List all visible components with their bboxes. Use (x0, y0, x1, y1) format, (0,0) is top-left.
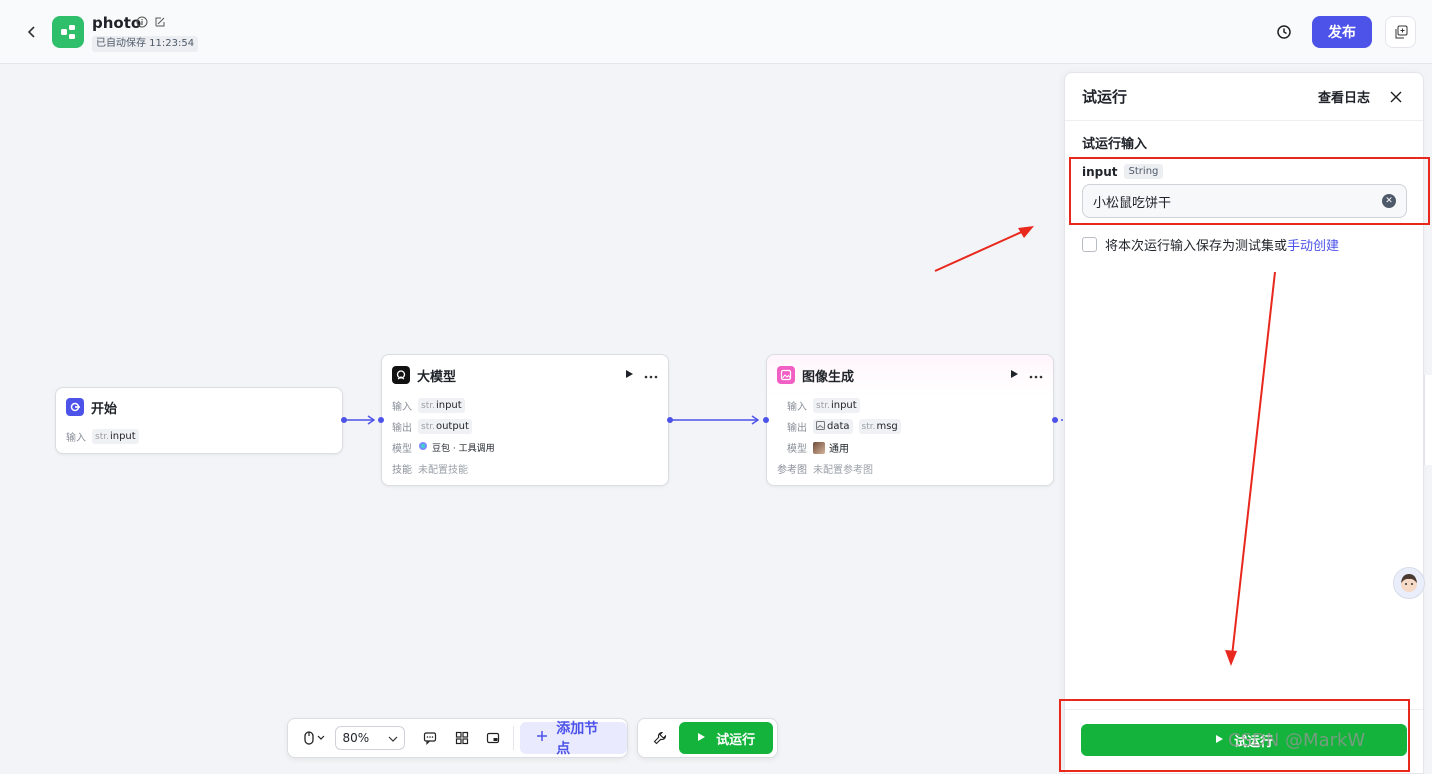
section-title: 试运行输入 (1082, 137, 1148, 152)
run-node-icon[interactable] (1009, 368, 1019, 382)
clear-icon[interactable]: ✕ (1382, 194, 1396, 208)
chevron-down-icon (388, 731, 398, 745)
input-field-name: input (1082, 164, 1118, 179)
field-label: 模型 (787, 444, 807, 455)
field-label: 输出 (787, 423, 807, 434)
panel-title: 试运行 (1082, 88, 1128, 106)
model-value: 通用 (829, 444, 849, 455)
model-thumbnail-icon (813, 441, 825, 454)
manual-create-link[interactable]: 手动创建 (1287, 239, 1340, 254)
node-title: 大模型 (417, 369, 457, 385)
close-icon[interactable] (1386, 87, 1406, 107)
duplicate-icon[interactable] (1385, 16, 1416, 48)
test-input-value[interactable] (1093, 193, 1382, 209)
zoom-select[interactable]: 80% (335, 726, 405, 750)
toolbar-divider (513, 726, 515, 750)
add-node-label: 添加节点 (556, 721, 599, 757)
doubao-icon (418, 441, 428, 454)
test-run-panel: 试运行 查看日志 试运行输入 input String ✕ 将本次运行输入保存为… (1064, 72, 1424, 774)
llm-node[interactable]: 大模型 输入 str.input 输出 str.output 模型 豆包 · 工… (381, 354, 669, 486)
more-icon[interactable] (644, 368, 658, 382)
llm-output-port[interactable] (667, 417, 673, 423)
save-testset-text: 将本次运行输入保存为测试集或 (1105, 239, 1288, 254)
save-testset-checkbox[interactable] (1082, 237, 1097, 252)
assistant-avatar[interactable] (1393, 567, 1425, 599)
add-node-button[interactable]: 添加节点 (520, 721, 628, 757)
field-label: 输入 (787, 402, 807, 413)
image-type-icon (816, 420, 825, 433)
autosave-status: 已自动保存 11:23:54 (92, 36, 199, 52)
variable-tag: str.input (418, 398, 465, 413)
panel-run-label: 试运行 (1233, 734, 1273, 750)
run-toolbar: 试运行 (637, 718, 778, 758)
chevron-left-icon[interactable] (22, 22, 42, 42)
test-run-label: 试运行 (716, 732, 756, 748)
start-output-port[interactable] (341, 417, 347, 423)
plus-icon (536, 730, 548, 746)
llm-input-port[interactable] (378, 417, 384, 423)
image-gen-icon (777, 366, 795, 384)
image-output-port[interactable] (1052, 417, 1058, 423)
node-title: 图像生成 (802, 369, 855, 385)
comment-icon[interactable] (417, 724, 445, 752)
minimap-icon[interactable] (480, 724, 508, 752)
field-label: 输入 (392, 402, 412, 413)
variable-tag: str.msg (858, 419, 901, 434)
view-log-link[interactable]: 查看日志 (1317, 91, 1370, 106)
edit-icon[interactable] (154, 16, 166, 31)
run-node-icon[interactable] (624, 368, 634, 382)
input-type-badge: String (1123, 164, 1164, 179)
model-value: 豆包 · 工具调用 (432, 444, 495, 454)
field-label: 技能 (392, 465, 412, 476)
top-header: photo 已自动保存 11:23:54 发布 (0, 0, 1432, 64)
field-label: 输入 (66, 433, 86, 444)
start-icon (66, 398, 84, 416)
side-collapse-strip (1424, 375, 1432, 465)
auto-layout-icon[interactable] (448, 724, 476, 752)
history-clock-icon[interactable] (1274, 22, 1294, 42)
variable-tag: str.output (418, 419, 472, 434)
field-label: 模型 (392, 444, 412, 455)
wrench-icon[interactable] (646, 724, 673, 752)
node-title: 开始 (91, 401, 118, 417)
play-icon (1215, 733, 1224, 748)
publish-button[interactable]: 发布 (1312, 16, 1372, 48)
image-gen-node[interactable]: 图像生成 输入 str.input 输出 data str.msg 模型 通用 … (766, 354, 1054, 486)
play-icon (697, 731, 706, 746)
annotation-box-run (1059, 699, 1410, 772)
variable-tag: str.input (813, 398, 860, 413)
image-input-port[interactable] (763, 417, 769, 423)
test-input-field[interactable]: ✕ (1082, 184, 1407, 218)
more-icon[interactable] (1029, 368, 1043, 382)
zoom-value: 80% (342, 731, 370, 745)
info-icon[interactable] (136, 16, 148, 31)
annotation-box-input (1069, 157, 1430, 225)
panel-test-run-button[interactable]: 试运行 (1081, 724, 1407, 756)
llm-model-icon (392, 366, 410, 384)
variable-tag: str.input (92, 429, 139, 444)
canvas-toolbar: 80% 添加节点 (287, 718, 628, 758)
workflow-app-icon (52, 16, 84, 48)
ref-value: 未配置参考图 (813, 465, 873, 476)
csdn-watermark: CSDN @MarkW (1228, 730, 1366, 751)
mouse-mode-icon[interactable] (296, 724, 331, 752)
field-label: 输出 (392, 423, 412, 434)
test-run-button[interactable]: 试运行 (679, 722, 773, 754)
field-label: 参考图 (777, 465, 807, 476)
variable-tag: data (813, 419, 853, 434)
app-title: photo (92, 14, 142, 32)
skill-value: 未配置技能 (418, 465, 468, 476)
